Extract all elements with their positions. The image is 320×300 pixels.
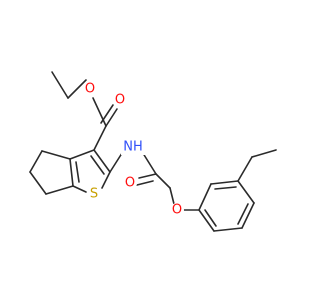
bond-c7a-c3a: [69, 158, 74, 187]
bond-benz-inner-c: [204, 209, 217, 227]
bond-benz-3-4: [237, 180, 255, 204]
bond-ch3-ch2-ethyl-ester: [51, 71, 69, 99]
atom-label-n-amide: NH: [123, 140, 143, 155]
bond-carbonyl-o-2: [100, 104, 114, 124]
bond-s-c7a: [72, 185, 87, 193]
atom-o-ether: O: [170, 203, 184, 218]
bond-carbonyl-o-1: [105, 108, 118, 127]
bond-ch2-ch3: [251, 149, 277, 158]
structure-svg: O O NH S O O: [29, 71, 277, 232]
bond-c6-c7a: [45, 185, 74, 195]
bond-c3-c2: [93, 149, 111, 173]
molecule-diagram: O O NH S O O: [29, 71, 277, 232]
bond-c2-s: [101, 171, 111, 189]
atom-label-o-ester: O: [85, 82, 95, 97]
bond-o-ester-carbonyl: [92, 97, 107, 127]
bond-c5-c6: [29, 171, 47, 195]
atom-label-s-thiophene: S: [90, 187, 98, 202]
atom-s-thiophene: S: [87, 187, 101, 202]
atom-label-o-amide: O: [125, 176, 135, 191]
atom-label-o-ether: O: [172, 203, 182, 218]
bond-c3-c2-inner: [90, 155, 105, 175]
bond-benz-6-1: [198, 209, 215, 232]
bond-c4-c5: [29, 150, 43, 173]
bond-benz-inner-a: [214, 186, 237, 190]
atom-o-carbonyl-ester: O: [113, 93, 127, 108]
bond-ch2-o-ester: [67, 79, 87, 99]
bond-benz-1-2: [198, 183, 212, 211]
bond-c7a-c3a-inner: [75, 161, 80, 183]
bond-amide-co-1: [138, 173, 157, 179]
bond-benz-2-3: [210, 180, 239, 185]
bond-ch2-o-ether: [169, 187, 175, 205]
bond-benz-inner-b: [237, 203, 249, 225]
bond-c3a-c3: [69, 149, 95, 160]
bond-c3a-c4: [41, 150, 71, 160]
bond-amide-ch2: [155, 173, 171, 189]
bond-carbonyl-c3: [93, 125, 107, 151]
bond-amide-co-2: [136, 180, 154, 186]
atom-o-amide: O: [123, 176, 137, 191]
atom-n-amide: NH: [121, 139, 145, 155]
atom-label-o-carbonyl-ester: O: [115, 93, 125, 108]
bond-benz-4-5: [241, 202, 255, 229]
atom-o-ester: O: [83, 82, 97, 97]
bond-aryl-ch2: [237, 156, 253, 182]
bond-benz-5-6: [213, 227, 243, 232]
